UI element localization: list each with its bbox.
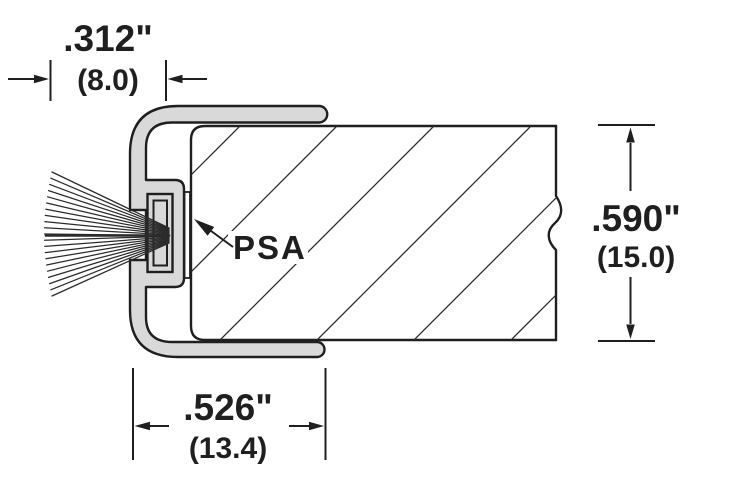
- hatch-line: [315, 126, 533, 340]
- dimension-right-metric: (15.0): [597, 241, 675, 274]
- bristle: [45, 237, 170, 260]
- bristle: [47, 240, 170, 279]
- arrowhead-down-icon: [626, 324, 635, 339]
- dimension-right: .590" (15.0): [591, 124, 681, 342]
- dimension-top-inches: .312": [63, 18, 153, 59]
- dimension-bottom-inches: .526": [183, 387, 273, 428]
- bristle: [46, 239, 170, 272]
- bristle: [46, 202, 170, 233]
- psa-leader-line: [206, 227, 234, 248]
- bristle: [43, 227, 170, 236]
- bristle: [43, 235, 170, 241]
- dimension-bottom: .526" (13.4): [132, 368, 327, 465]
- bristle: [51, 171, 170, 229]
- arrowhead-right-icon: [309, 421, 324, 431]
- bristle: [44, 220, 170, 235]
- bristle: [44, 214, 170, 234]
- psa-label: PSA: [233, 229, 307, 266]
- psa-adhesive-strip: [183, 191, 191, 279]
- bristle: [44, 236, 170, 248]
- brush-bristles: [43, 171, 171, 297]
- bristle: [45, 208, 170, 234]
- bristle: [49, 240, 170, 285]
- arrowhead-left-icon: [167, 74, 183, 84]
- bristle: [51, 242, 170, 297]
- dimension-top: .312" (8.0): [8, 18, 207, 101]
- bristle: [46, 238, 170, 266]
- dimension-bottom-metric: (13.4): [189, 432, 267, 465]
- hatch-line: [191, 126, 242, 340]
- psa-leader-arrowhead-icon: [194, 219, 215, 236]
- bristle: [44, 237, 170, 254]
- bristle: [49, 183, 170, 231]
- hatch-line: [218, 126, 436, 340]
- dimension-right-inches: .590": [591, 198, 681, 239]
- psa-callout: PSA: [194, 219, 308, 266]
- bristle: [50, 241, 170, 291]
- dimension-top-metric: (8.0): [77, 64, 139, 97]
- hatch-line: [509, 126, 562, 340]
- bristle: [46, 196, 170, 232]
- bristle: [50, 177, 170, 230]
- psa-label-halo: [228, 231, 308, 264]
- arrowhead-right-icon: [34, 74, 49, 84]
- arrowhead-left-icon: [134, 421, 150, 431]
- hatch-line: [412, 126, 562, 340]
- arrowhead-up-icon: [626, 127, 635, 143]
- bristle: [47, 189, 170, 231]
